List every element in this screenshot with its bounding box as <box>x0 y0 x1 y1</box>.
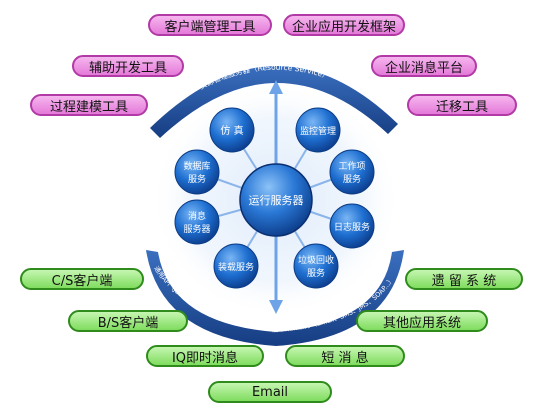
node-message-server: 消息 服务器 <box>174 199 220 245</box>
svg-text:装载服务: 装载服务 <box>218 261 254 273</box>
resource-service-arc <box>150 65 398 138</box>
iq-instant-message: IQ即时消息 <box>146 345 264 367</box>
enterprise-message-platform-label: 企业消息平台 <box>384 60 463 76</box>
client-management-tools-label: 客户端管理工具 <box>164 19 256 35</box>
email: Email <box>208 381 332 403</box>
svg-text:服务: 服务 <box>343 173 361 185</box>
svg-text:消息: 消息 <box>188 210 206 222</box>
process-modeling-tools-label: 过程建模工具 <box>49 99 128 115</box>
svg-text:工作项: 工作项 <box>338 160 365 172</box>
legacy-system: 遗 留 系 统 <box>405 268 523 290</box>
integration-arc <box>146 250 404 346</box>
node-loading-service: 装载服务 <box>213 243 259 289</box>
enterprise-app-framework-label: 企业应用开发框架 <box>291 19 396 35</box>
short-message: 短 消 息 <box>285 345 405 367</box>
node-simulation: 仿 真 <box>209 107 255 153</box>
node-monitoring: 监控管理 <box>295 107 341 153</box>
enterprise-message-platform: 企业消息平台 <box>371 55 477 77</box>
node-database-service: 数据库 服务 <box>174 149 220 195</box>
other-application-systems-label: 其他应用系统 <box>382 315 461 331</box>
svg-text:仿 真: 仿 真 <box>220 124 243 137</box>
process-modeling-tools: 过程建模工具 <box>30 94 148 116</box>
short-message-label: 短 消 息 <box>321 350 369 366</box>
node-runtime-server: 运行服务器 <box>239 163 313 237</box>
node-log-service: 日志服务 <box>329 203 375 249</box>
legacy-system-label: 遗 留 系 统 <box>431 273 497 289</box>
svg-text:服务器: 服务器 <box>183 223 210 235</box>
bs-client: B/S客户端 <box>68 310 188 332</box>
svg-text:服务: 服务 <box>307 267 325 279</box>
client-management-tools: 客户端管理工具 <box>148 14 272 36</box>
node-workitem-service: 工作项 服务 <box>329 149 375 195</box>
cs-client: C/S客户端 <box>20 268 144 290</box>
bs-client-label: B/S客户端 <box>97 315 159 331</box>
svg-text:服务: 服务 <box>188 173 206 185</box>
migration-tools-label: 迁移工具 <box>435 99 488 115</box>
dev-aid-tools-label: 辅助开发工具 <box>88 60 167 76</box>
svg-text:监控管理: 监控管理 <box>300 125 336 137</box>
migration-tools: 迁移工具 <box>407 94 517 116</box>
enterprise-app-framework: 企业应用开发框架 <box>283 14 405 36</box>
dev-aid-tools: 辅助开发工具 <box>72 55 184 77</box>
other-application-systems: 其他应用系统 <box>356 310 488 332</box>
arrow-up-icon <box>269 80 283 94</box>
arrow-down-icon <box>269 300 283 314</box>
svg-text:运行服务器: 运行服务器 <box>249 194 304 207</box>
svg-text:垃圾回收: 垃圾回收 <box>298 254 334 266</box>
svg-text:数据库: 数据库 <box>183 160 210 172</box>
iq-instant-message-label: IQ即时消息 <box>171 350 239 366</box>
node-garbage-collection-service: 垃圾回收 服务 <box>293 243 339 289</box>
email-label: Email <box>251 384 289 400</box>
cs-client-label: C/S客户端 <box>51 273 113 289</box>
svg-text:日志服务: 日志服务 <box>334 221 370 233</box>
